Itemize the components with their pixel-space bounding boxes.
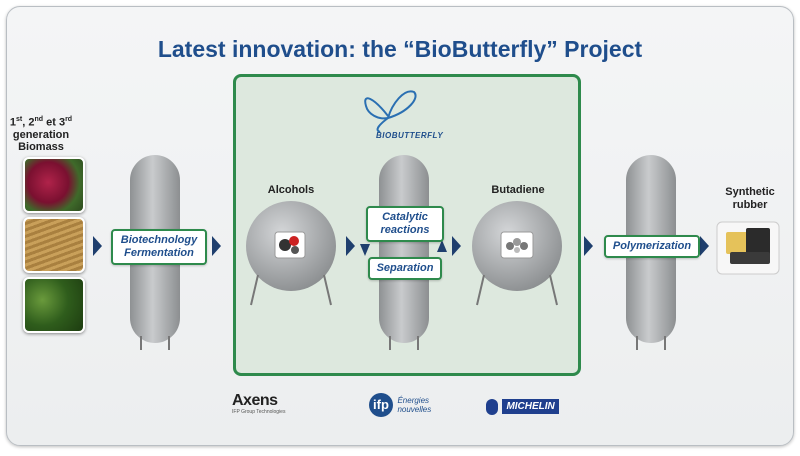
biomass-label: 1st, 2nd et 3rd generation Biomass	[6, 114, 76, 153]
leaves-image	[23, 277, 85, 333]
ifp-text: Énergies nouvelles	[397, 396, 431, 414]
alcohols-label: Alcohols	[267, 184, 315, 196]
arrow-chevron-6	[700, 236, 709, 256]
fermentation-line2: Fermentation	[124, 247, 194, 259]
ifp-name: ifp	[369, 393, 393, 417]
catalytic-line2: reactions	[380, 224, 430, 236]
arrow-chevron-1	[93, 236, 102, 256]
axens-sub: IFP Group Technologies	[232, 409, 286, 415]
ifp-logo: ifp Énergies nouvelles	[369, 393, 449, 417]
molecule-icon	[274, 231, 306, 259]
biomass-line3: Biomass	[18, 140, 64, 153]
axens-logo: Axens IFP Group Technologies	[232, 392, 312, 415]
polymerization-tag: Polymerization	[604, 235, 700, 258]
straw-bale-image	[23, 217, 85, 273]
butadiene-label: Butadiene	[491, 184, 545, 196]
arrow-chevron-3	[346, 236, 355, 256]
biomass-line2: generation	[12, 128, 70, 141]
product-line1: Synthetic	[725, 186, 775, 198]
fermentation-line1: Biotechnology	[120, 234, 198, 246]
separation-tag: Separation	[368, 257, 442, 280]
beetroot-image	[23, 157, 85, 213]
arrow-chevron-5	[584, 236, 593, 256]
brand-label: BIOBUTTERFLY	[376, 131, 444, 140]
product-label: Synthetic rubber	[712, 186, 788, 212]
product-line2: rubber	[732, 199, 768, 211]
michelin-name: MICHELIN	[502, 399, 559, 415]
biomass-generations: 1st, 2nd et 3rd	[9, 116, 73, 129]
fermentation-tag: Biotechnology Fermentation	[111, 229, 207, 265]
ifp-sub2: nouvelles	[397, 405, 432, 414]
page-title: Latest innovation: the “BioButterfly” Pr…	[157, 36, 643, 62]
butterfly-icon	[364, 90, 417, 133]
recycle-arrows-icon	[360, 240, 447, 256]
butadiene-molecule-icon	[500, 231, 534, 259]
catalytic-tag: Catalytic reactions	[366, 206, 444, 242]
axens-name: Axens	[232, 392, 278, 409]
catalytic-line1: Catalytic	[382, 211, 428, 223]
ifp-sub1: Énergies	[397, 396, 430, 405]
michelin-logo: MICHELIN	[486, 398, 576, 416]
michelin-man-icon	[486, 398, 498, 415]
separation-column	[379, 155, 429, 350]
arrow-chevron-2	[212, 236, 221, 256]
synthetic-rubber-image	[716, 221, 780, 275]
arrow-chevron-4	[452, 236, 461, 256]
